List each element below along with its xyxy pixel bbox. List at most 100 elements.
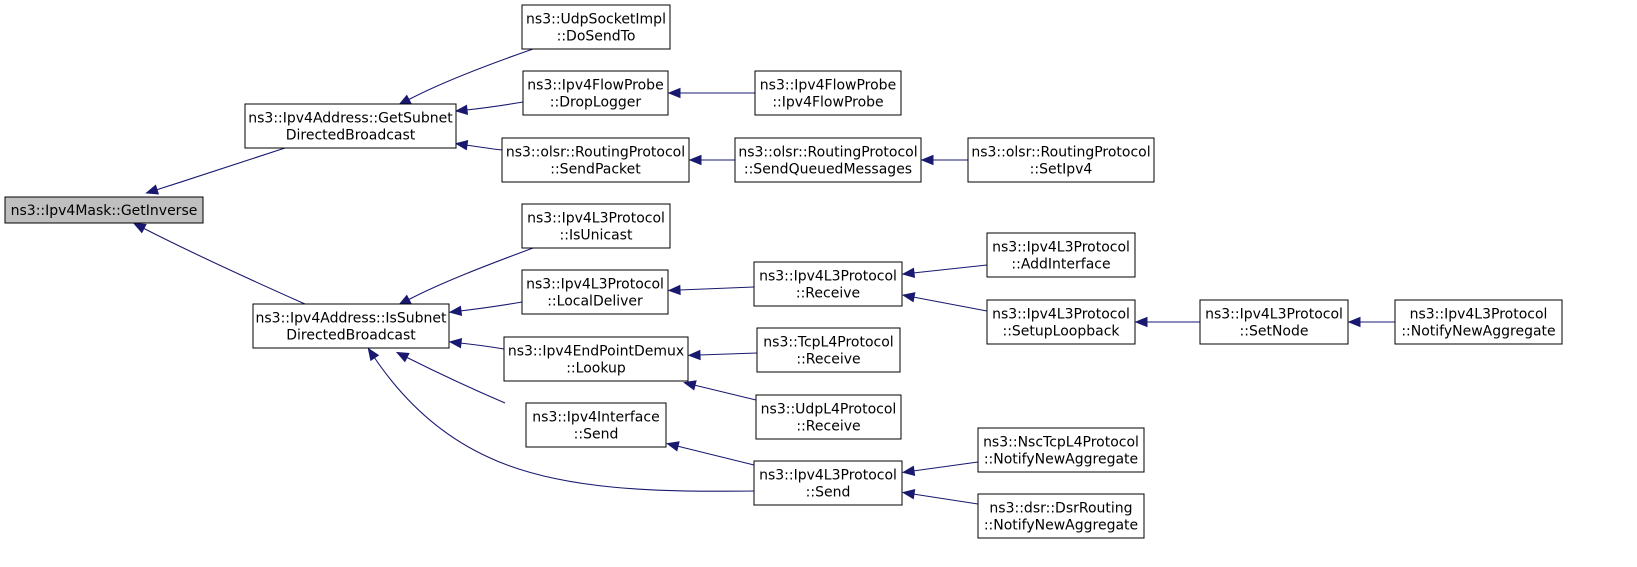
node-olsrsend[interactable]: ns3::olsr::RoutingProtocol::SendPacket	[501, 137, 690, 183]
node-label-line: ::IsUnicast	[560, 228, 633, 244]
node-label-line: ::SetIpv4	[1030, 162, 1093, 178]
edge-olsrsend-to-getsubnet	[454, 140, 503, 151]
node-flowprobe[interactable]: ns3::Ipv4FlowProbe::Ipv4FlowProbe	[754, 70, 902, 116]
edge-line	[678, 286, 755, 291]
arrowhead	[454, 104, 469, 116]
arrowhead	[398, 94, 412, 106]
edges-layer	[132, 48, 1395, 505]
arrowhead	[901, 465, 916, 476]
node-l3send[interactable]: ns3::Ipv4L3Protocol::Send	[753, 460, 903, 506]
node-notifynew[interactable]: ns3::Ipv4L3Protocol::NotifyNewAggregate	[1394, 299, 1563, 345]
node-label-line: ns3::Ipv4Address::IsSubnet	[256, 311, 447, 327]
node-label-line: ::NotifyNewAggregate	[984, 518, 1138, 534]
edge-droplogger-to-getsubnet	[454, 101, 524, 116]
node-label-line: ::Lookup	[566, 361, 626, 377]
edge-line	[459, 301, 523, 312]
node-label-line: ::Send	[806, 485, 851, 501]
node-olsrqueued[interactable]: ns3::olsr::RoutingProtocol::SendQueuedMe…	[734, 137, 922, 183]
node-label-line: ::DoSendTo	[557, 29, 636, 45]
node-label-line: ::SendQueuedMessages	[744, 162, 912, 178]
node-droplogger[interactable]: ns3::Ipv4FlowProbe::DropLogger	[522, 70, 669, 116]
node-label-line: ns3::Ipv4L3Protocol	[527, 211, 665, 227]
node-addinterface[interactable]: ns3::Ipv4L3Protocol::AddInterface	[986, 232, 1136, 278]
node-issubnet[interactable]: ns3::Ipv4Address::IsSubnetDirectedBroadc…	[252, 303, 450, 349]
node-setnode[interactable]: ns3::Ipv4L3Protocol::SetNode	[1199, 299, 1349, 345]
node-label-line: ns3::Ipv4L3Protocol	[1410, 307, 1548, 323]
node-label-line: ns3::Ipv4Interface	[532, 410, 659, 426]
edge-line	[912, 493, 979, 505]
arrowhead	[132, 222, 147, 234]
arrowhead	[666, 441, 680, 452]
node-udpreceive[interactable]: ns3::UdpL4Protocol::Receive	[755, 394, 902, 440]
node-label-line: ns3::TcpL4Protocol	[763, 335, 893, 351]
node-label-line: ns3::Ipv4L3Protocol	[992, 240, 1130, 256]
node-label-line: DirectedBroadcast	[286, 328, 416, 344]
edge-flowprobe-to-droplogger	[667, 87, 755, 99]
edge-receive-to-localdeliver	[667, 284, 755, 296]
node-box	[521, 203, 671, 249]
node-label-line: ns3::Ipv4FlowProbe	[760, 78, 896, 94]
edge-line	[155, 147, 286, 191]
node-label-line: ns3::Ipv4L3Protocol	[992, 307, 1130, 323]
edge-issubnet-to-root	[132, 222, 306, 305]
edge-line	[912, 296, 988, 312]
node-nsctcp[interactable]: ns3::NscTcpL4Protocol::NotifyNewAggregat…	[977, 427, 1145, 473]
node-label-line: ns3::dsr::DsrRouting	[989, 501, 1132, 517]
node-label-line: DirectedBroadcast	[286, 128, 416, 144]
node-setuploopback[interactable]: ns3::Ipv4L3Protocol::SetupLoopback	[986, 299, 1136, 345]
node-olsrsetipv4[interactable]: ns3::olsr::RoutingProtocol::SetIpv4	[967, 137, 1155, 183]
node-box	[1199, 299, 1349, 345]
node-localdeliver[interactable]: ns3::Ipv4L3Protocol::LocalDeliver	[521, 269, 669, 315]
node-box	[1394, 299, 1563, 345]
arrowhead	[901, 292, 916, 303]
node-box	[753, 261, 903, 307]
edge-line	[407, 247, 534, 301]
edge-line	[465, 101, 524, 111]
arrowhead	[1134, 316, 1148, 328]
node-box	[244, 103, 457, 149]
node-box	[755, 394, 902, 440]
arrowhead	[454, 140, 469, 151]
edge-tcpreceive-to-lookup	[687, 349, 758, 361]
arrowhead	[448, 337, 463, 349]
node-label-line: ns3::Ipv4L3Protocol	[526, 277, 664, 293]
arrowhead	[667, 87, 681, 99]
node-box	[754, 70, 902, 116]
node-label-line: ::Receive	[796, 419, 860, 435]
edge-line	[142, 227, 306, 305]
node-label-line: ns3::olsr::RoutingProtocol	[971, 145, 1150, 161]
node-label-line: ns3::Ipv4FlowProbe	[527, 78, 663, 94]
node-tcpreceive[interactable]: ns3::TcpL4Protocol::Receive	[756, 327, 901, 373]
edge-line	[407, 48, 534, 101]
arrowhead	[687, 349, 701, 361]
arrowhead	[901, 267, 916, 279]
node-label-line: ::SendPacket	[550, 162, 641, 178]
node-lookup[interactable]: ns3::Ipv4EndPointDemux::Lookup	[503, 336, 689, 382]
node-ifacesend[interactable]: ns3::Ipv4Interface::Send	[525, 402, 667, 448]
node-box	[753, 460, 903, 506]
arrowhead	[901, 489, 916, 500]
node-root[interactable]: ns3::Ipv4Mask::GetInverse	[4, 196, 204, 224]
arrowhead	[688, 154, 702, 166]
edge-line	[465, 144, 503, 151]
edge-line	[405, 356, 506, 404]
node-label-line: ::Receive	[796, 352, 860, 368]
node-label-line: ::Send	[574, 427, 619, 443]
arrowhead	[398, 294, 412, 306]
edge-l3send-to-ifacesend	[666, 441, 755, 466]
edge-udpsocket-to-getsubnet	[398, 48, 534, 106]
node-box	[977, 493, 1145, 539]
edge-setnode-to-setuploopback	[1134, 316, 1200, 328]
node-receive[interactable]: ns3::Ipv4L3Protocol::Receive	[753, 261, 903, 307]
node-getsubnet[interactable]: ns3::Ipv4Address::GetSubnetDirectedBroad…	[244, 103, 457, 149]
node-label-line: ::LocalDeliver	[547, 294, 643, 310]
node-box	[734, 137, 922, 183]
edge-line	[912, 461, 979, 472]
node-isunicast[interactable]: ns3::Ipv4L3Protocol::IsUnicast	[521, 203, 671, 249]
node-dsr[interactable]: ns3::dsr::DsrRouting::NotifyNewAggregate	[977, 493, 1145, 539]
edge-dsr-to-l3send	[901, 489, 979, 505]
arrowhead	[920, 154, 934, 166]
node-udpsocket[interactable]: ns3::UdpSocketImpl::DoSendTo	[521, 4, 671, 50]
node-label-line: ::SetupLoopback	[1002, 324, 1120, 340]
